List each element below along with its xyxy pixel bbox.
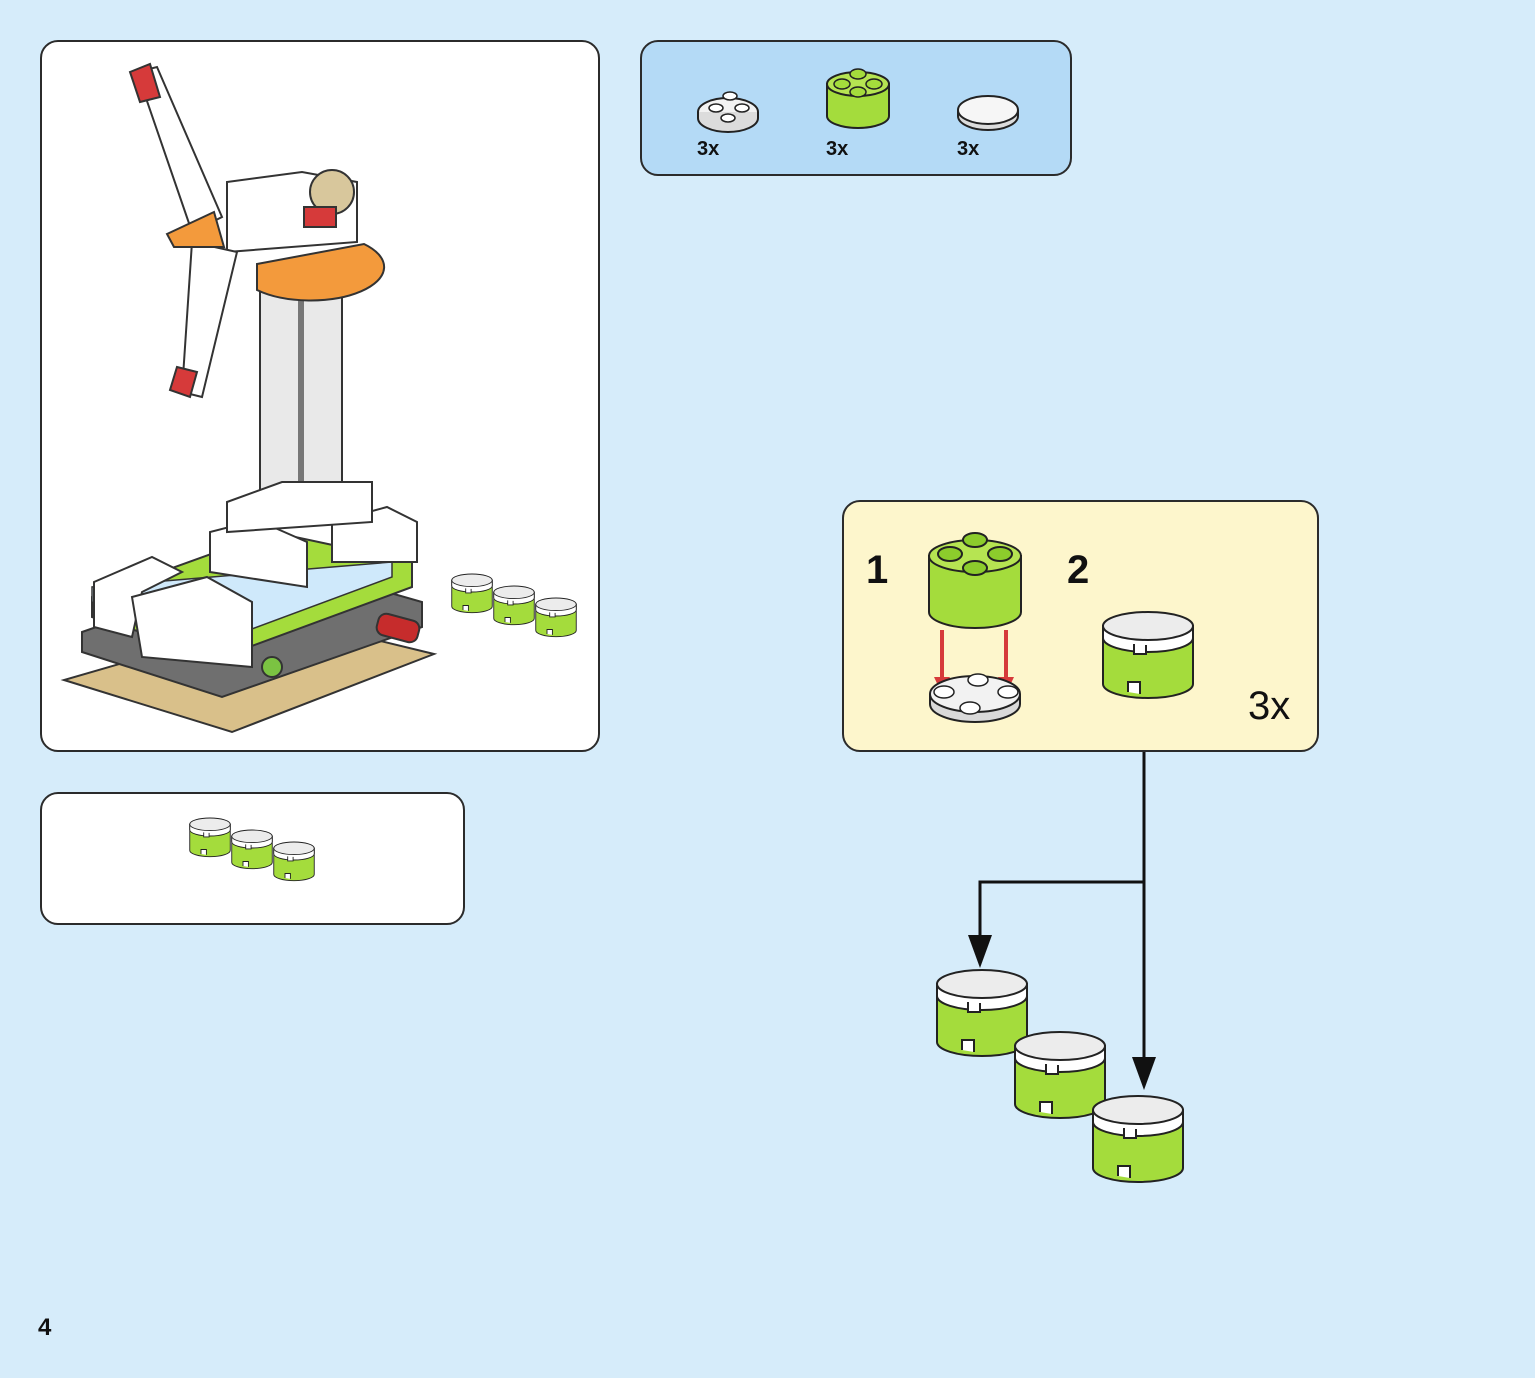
parts-list-panel: 3x 3x 3x xyxy=(640,40,1072,176)
part-2-quantity: 3x xyxy=(826,138,849,160)
brick-onto-plate-illustration xyxy=(928,532,1022,723)
substep-multiplier: 3x xyxy=(1248,684,1291,728)
model-overview-panel xyxy=(40,40,600,752)
round-tile-2x2-white-icon xyxy=(957,95,1019,131)
assembly-result-panel xyxy=(40,792,465,925)
final-tile-stacks-illustration xyxy=(936,969,1184,1183)
substep-1-number: 1 xyxy=(866,548,889,592)
page-number: 4 xyxy=(38,1314,52,1341)
round-brick-2x2-lime-icon xyxy=(826,68,890,129)
part-3-quantity: 3x xyxy=(957,138,980,160)
round-plate-2x2-white-icon xyxy=(697,91,759,133)
substep-panel: 1 2 3x xyxy=(842,500,1319,752)
part-1-quantity: 3x xyxy=(697,138,720,160)
wind-turbine-model-illustration xyxy=(60,62,438,734)
substep-2-number: 2 xyxy=(1067,548,1090,592)
